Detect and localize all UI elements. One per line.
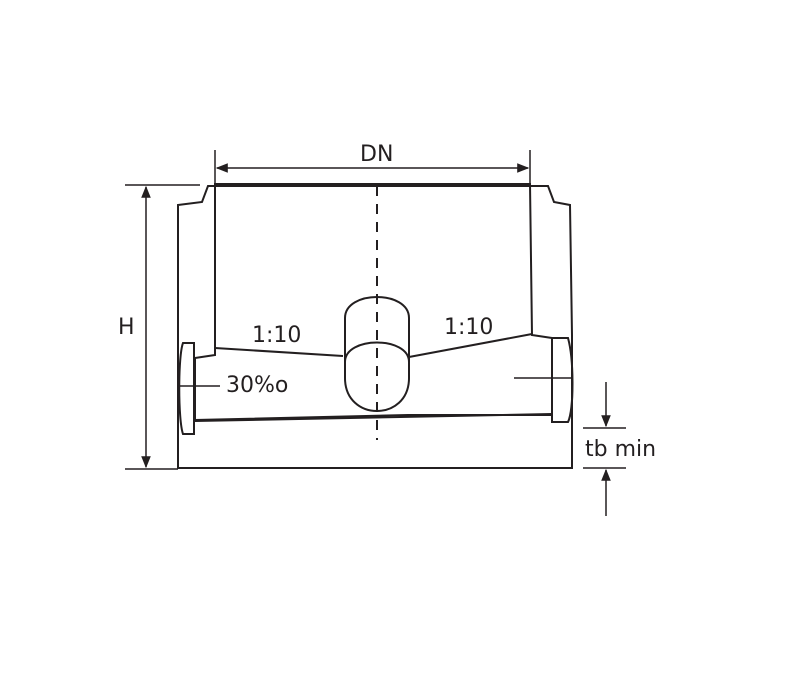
dn-label: DN xyxy=(360,142,393,167)
inlet-pipe xyxy=(178,342,195,435)
concrete-shell xyxy=(177,185,573,469)
channel-crown-line xyxy=(344,341,410,363)
bench-slope-right xyxy=(408,333,533,358)
bench-slope-left xyxy=(214,347,344,357)
h-label: H xyxy=(118,315,135,340)
tb-min-label: tb min xyxy=(585,437,656,462)
slope-left-label: 1:10 xyxy=(252,323,301,348)
slope-right-label: 1:10 xyxy=(444,315,493,340)
channel-bottom-line xyxy=(194,413,553,422)
gradient-label: 30%o xyxy=(226,373,288,398)
outlet-pipe xyxy=(551,337,574,423)
channel-profile xyxy=(344,296,410,412)
